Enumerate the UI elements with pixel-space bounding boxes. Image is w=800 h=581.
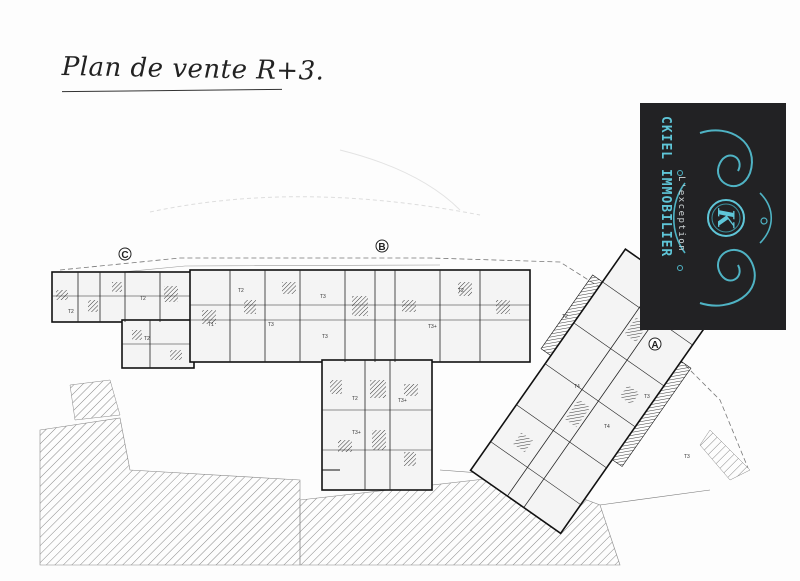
neighbour-hatch (39, 417, 301, 566)
property-line (59, 257, 749, 469)
unit-label: T3 (268, 322, 274, 328)
unit-label: T2 (144, 336, 150, 342)
neighbour-hatch (699, 429, 751, 481)
unit-label: T2 (458, 288, 464, 294)
brand-tagline: L'exception (676, 176, 686, 253)
unit-label: T2 (352, 396, 358, 402)
building-b-label: B (378, 242, 385, 253)
boundary-line (599, 489, 711, 506)
brand-logo-card (640, 103, 786, 330)
unit-label: T3+ (352, 430, 361, 436)
unit-label: T4 (574, 384, 580, 390)
unit-label: T2 (68, 309, 74, 315)
unit-label: T3 (644, 394, 650, 400)
site-arc (339, 149, 461, 211)
unit-label: T3 (320, 294, 326, 300)
building-a-marker: A (648, 337, 662, 351)
site-arc (149, 196, 481, 216)
building-c-footprint (51, 271, 195, 369)
building-c-label: C (121, 250, 128, 261)
unit-label: T3 (684, 454, 690, 460)
unit-label: T3 (322, 334, 328, 340)
building-b-marker: B (375, 239, 389, 253)
brand-name: CKIEL IMMOBILIER (658, 116, 673, 258)
building-c-marker: C (118, 247, 132, 261)
unit-label: T3+ (428, 324, 437, 330)
unit-label: T2 (562, 314, 568, 320)
unit-label: T2 (238, 288, 244, 294)
unit-label: T4 (604, 424, 610, 430)
building-a-label: A (651, 340, 658, 351)
neighbour-hatch (69, 379, 121, 421)
unit-label: T1 (208, 322, 214, 328)
building-b-footprint (189, 269, 531, 491)
unit-label: T2 (140, 296, 146, 302)
logo-wordmark: CKIEL IMMOBILIER L'exception (658, 116, 686, 316)
ornament-graphic (673, 129, 773, 307)
unit-label: T3+ (398, 398, 407, 404)
